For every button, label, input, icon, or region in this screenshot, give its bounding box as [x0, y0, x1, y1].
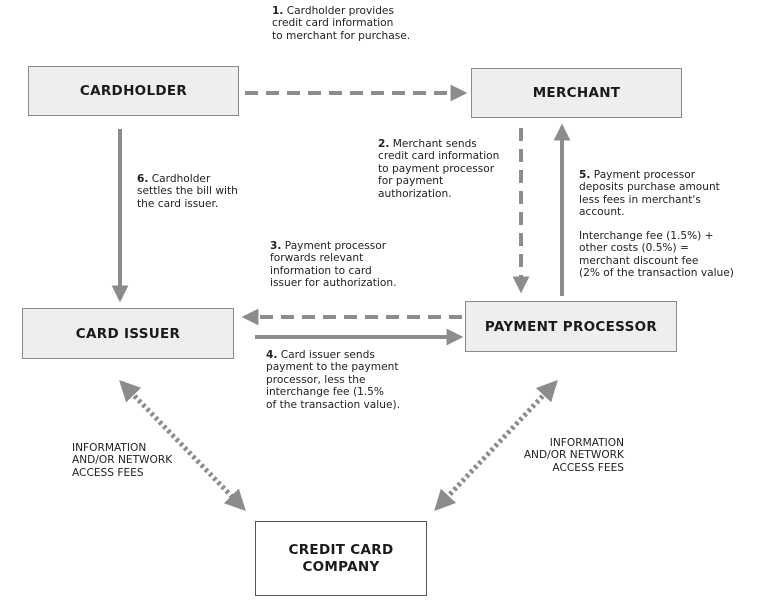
step5-line3: less fees in merchant's	[579, 193, 701, 206]
step3-line2: forwards relevant	[270, 252, 364, 265]
merchant-box: MERCHANT	[471, 68, 682, 118]
step1-note: 1. Cardholder provides credit card infor…	[272, 5, 410, 42]
step2-number: 2.	[378, 138, 390, 150]
step6-note: 6. Cardholder settles the bill with the …	[137, 173, 238, 210]
step4-line5: of the transaction value).	[266, 398, 400, 411]
step2-line4: for payment	[378, 175, 444, 188]
fee-line2: other costs (0.5%) =	[579, 242, 689, 255]
merchant-label: MERCHANT	[532, 85, 621, 101]
step1-line1: Cardholder provides	[286, 5, 394, 17]
fees-left-line1: INFORMATION	[72, 442, 147, 454]
step6-number: 6.	[137, 173, 149, 185]
fees-right-line2: AND/OR NETWORK	[523, 449, 624, 462]
step4-line3: processor, less the	[266, 373, 366, 386]
step4-note: 4. Card issuer sends payment to the paym…	[266, 349, 400, 411]
step2-line2: credit card information	[378, 150, 500, 163]
step5-note: 5. Payment processor deposits purchase a…	[579, 169, 720, 219]
step1-number: 1.	[272, 5, 284, 17]
step5-line1: Payment processor	[593, 169, 696, 181]
step2-line3: to payment processor	[378, 162, 495, 175]
cardholder-box: CARDHOLDER	[28, 66, 239, 116]
payment-processor-box: PAYMENT PROCESSOR	[465, 301, 677, 352]
step6-line1: Cardholder	[151, 173, 211, 185]
step3-line3: information to card	[270, 264, 372, 277]
step4-line4: interchange fee (1.5%	[266, 386, 384, 399]
fees-right-label: INFORMATION AND/OR NETWORK ACCESS FEES	[512, 437, 624, 474]
fee-note: Interchange fee (1.5%) + other costs (0.…	[579, 230, 734, 280]
step5-line2: deposits purchase amount	[579, 181, 720, 194]
credit-card-company-box: CREDIT CARD COMPANY	[255, 521, 427, 596]
step5-line4: account.	[579, 206, 625, 219]
payment-processor-label: PAYMENT PROCESSOR	[484, 318, 658, 335]
step2-line1: Merchant sends	[392, 138, 477, 150]
fees-right-line3: ACCESS FEES	[552, 461, 624, 474]
fee-line3: merchant discount fee	[579, 254, 699, 267]
card-issuer-label: CARD ISSUER	[75, 325, 181, 342]
step2-line5: authorization.	[378, 187, 452, 200]
step3-note: 3. Payment processor forwards relevant i…	[270, 240, 396, 290]
cardholder-label: CARDHOLDER	[79, 83, 188, 99]
step6-line3: the card issuer.	[137, 197, 219, 210]
step3-number: 3.	[270, 240, 282, 252]
step3-line1: Payment processor	[284, 240, 387, 252]
fees-right-line1: INFORMATION	[549, 437, 624, 449]
credit-card-company-line1: CREDIT CARD	[288, 541, 394, 558]
fees-left-label: INFORMATION AND/OR NETWORK ACCESS FEES	[72, 442, 172, 479]
arrow-fees-right	[434, 379, 558, 512]
step4-number: 4.	[266, 349, 278, 361]
step4-line2: payment to the payment	[266, 361, 399, 374]
step5-number: 5.	[579, 169, 591, 181]
step2-note: 2. Merchant sends credit card informatio…	[378, 138, 499, 200]
fees-left-line2: AND/OR NETWORK	[72, 454, 173, 467]
step3-line4: issuer for authorization.	[270, 277, 397, 290]
step4-line1: Card issuer sends	[280, 349, 375, 361]
step1-line3: to merchant for purchase.	[272, 29, 411, 42]
fee-line4: (2% of the transaction value)	[579, 267, 734, 280]
step6-line2: settles the bill with	[137, 185, 238, 198]
fees-left-line3: ACCESS FEES	[72, 466, 144, 479]
card-issuer-box: CARD ISSUER	[22, 308, 234, 359]
credit-card-company-line2: COMPANY	[302, 558, 380, 575]
step1-line2: credit card information	[272, 17, 394, 30]
arrow-fees-left	[119, 379, 246, 512]
fee-line1: Interchange fee (1.5%) +	[579, 230, 714, 242]
